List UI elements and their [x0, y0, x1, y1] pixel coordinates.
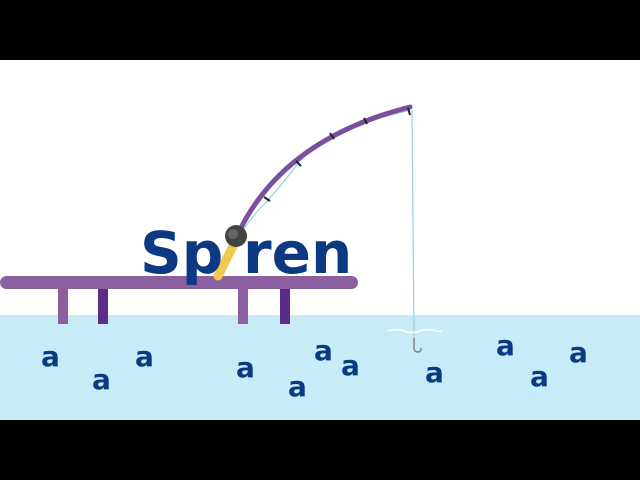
word-right-part: ren — [243, 219, 353, 287]
dock-plank — [0, 276, 358, 289]
sky-background — [0, 60, 640, 315]
water-letter: a — [496, 329, 515, 362]
fishing-rod — [233, 104, 413, 241]
dock-post — [280, 288, 290, 324]
dock-post — [98, 288, 108, 324]
water-letter: a — [236, 351, 255, 384]
water-letter: a — [41, 340, 60, 373]
water-ripple — [387, 328, 443, 334]
water-letter: a — [135, 340, 154, 373]
water-letter: a — [425, 356, 444, 389]
water-letter: a — [569, 336, 588, 369]
rod-guide — [363, 117, 368, 125]
reel-knob — [228, 229, 238, 239]
dock-post — [58, 288, 68, 324]
letterbox-top — [0, 0, 640, 60]
rod-line-guides — [239, 109, 411, 236]
water-letter: a — [314, 334, 333, 367]
dock-post — [238, 288, 248, 324]
rod-guide — [407, 107, 411, 116]
water-letter: a — [288, 370, 307, 403]
word-left-part: Sp — [140, 219, 224, 287]
fishing-line — [411, 109, 415, 339]
letterbox-bottom — [0, 420, 640, 480]
rod-guide — [295, 160, 302, 167]
water-letter: a — [530, 360, 549, 393]
fishing-hook-icon — [413, 338, 422, 353]
water — [0, 315, 640, 420]
rod-guide — [263, 196, 271, 202]
rod-guide — [329, 132, 335, 140]
water-letter: a — [92, 363, 111, 396]
water-letter: a — [341, 349, 360, 382]
